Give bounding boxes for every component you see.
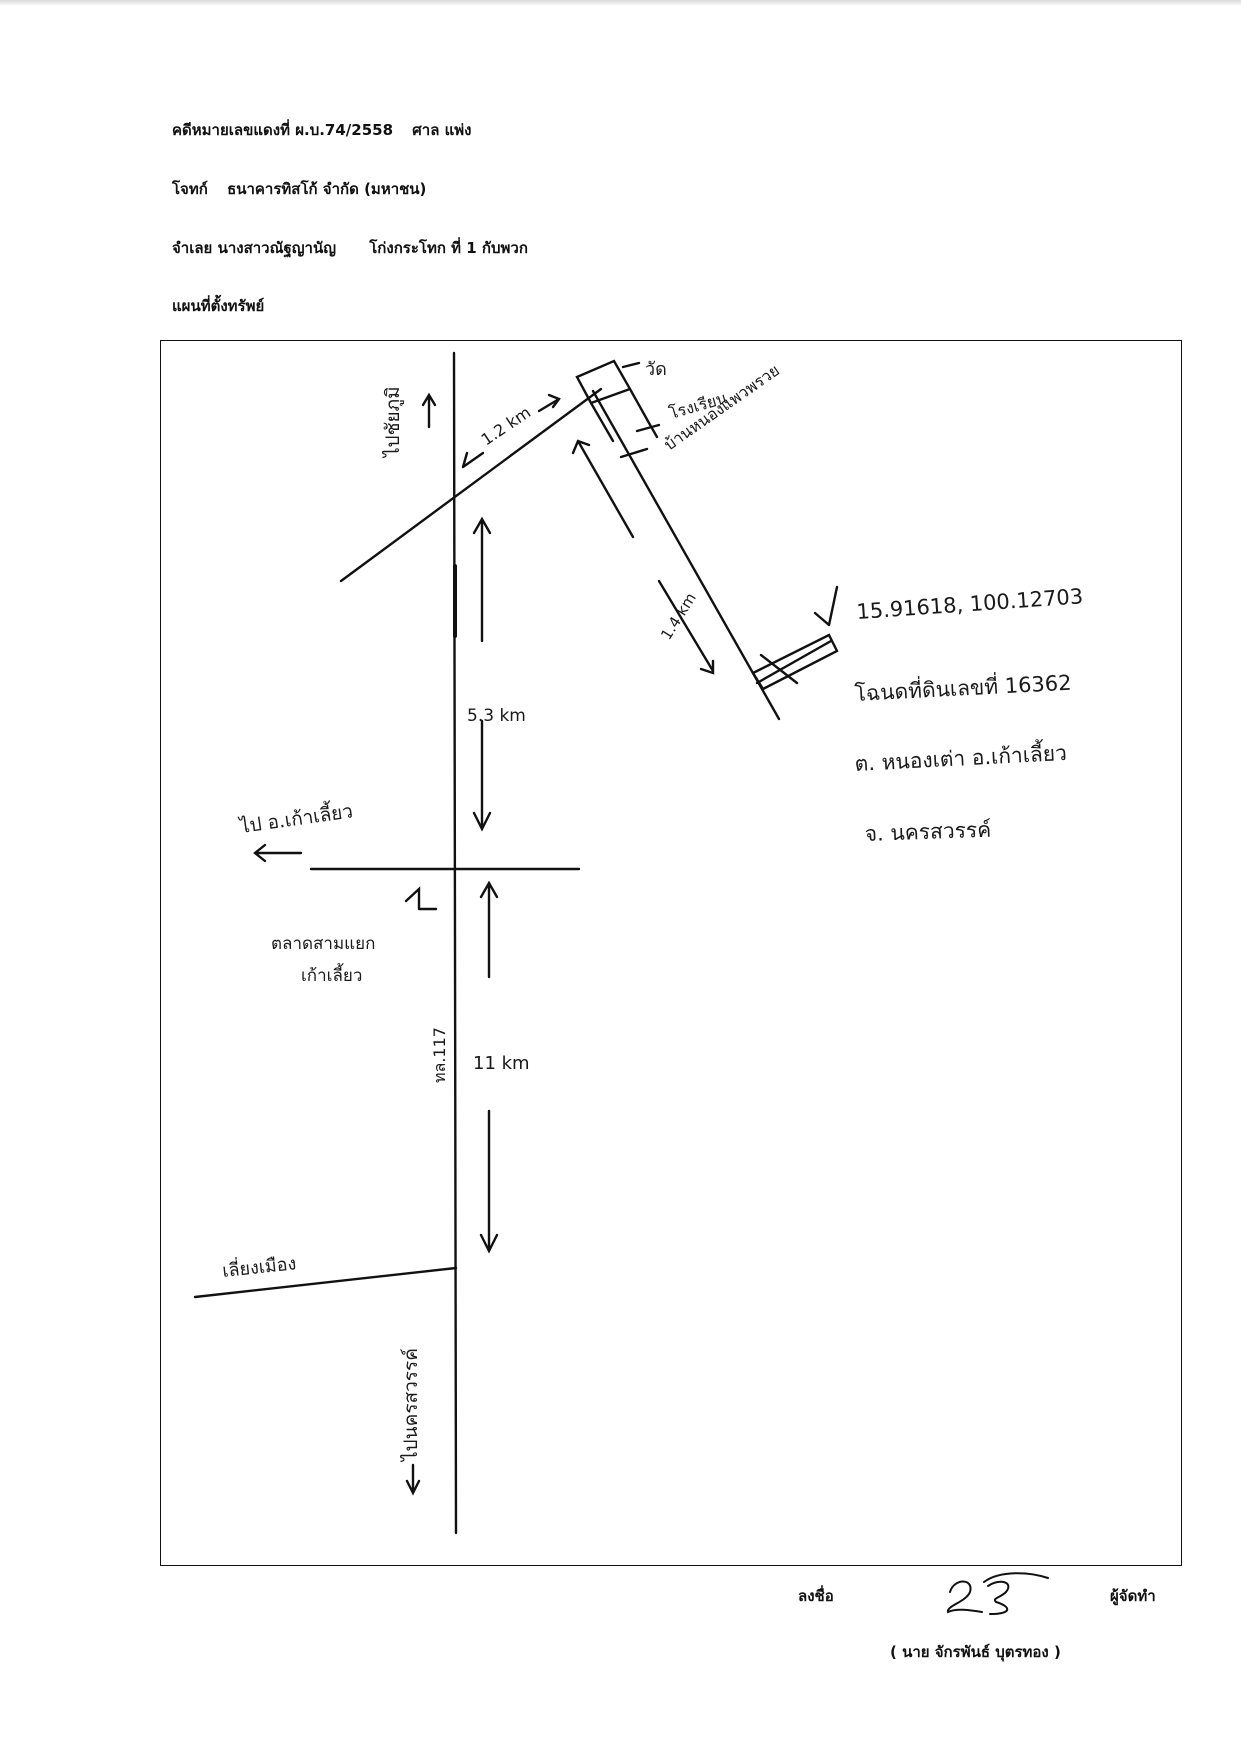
km-5-3-arrow-up [472,516,492,643]
north-arrow [421,392,437,429]
km-1-4-arrow-down [657,579,715,675]
west-arrow [253,843,303,863]
signature-mark [946,1572,1049,1615]
map-drawing: ไปชัยภูมิ 1.2 km วัด โรงเรียน บ้านหนองแพ… [193,351,1084,1535]
signer-name: ( นาย จักรพันธ์ บุตรทอง ) [890,1643,1061,1661]
bypass-road [193,1266,458,1299]
market-marker [404,886,438,911]
highway-117-road [452,351,458,1535]
label-km-1-2: 1.2 km [478,403,535,450]
south-arrow [405,1463,421,1496]
label-km-5-3: 5.3 km [467,706,526,726]
plaintiff-label: โจทก์ [172,180,208,198]
label-to-north: ไปชัยภูมิ [382,386,404,459]
label-km-1-4: 1.4 km [657,590,700,644]
km-5-3-arrow-down [472,719,492,832]
label-province: จ. นครสวรรค์ [864,818,991,846]
label-temple: วัด [645,359,667,380]
label-to-kao-liao: ไป อ.เก้าเลี้ยว [236,797,354,838]
label-to-south: ไปนครสวรรค์ [400,1348,422,1463]
km-1-2-arrow-right [537,393,561,413]
map-frame: ไปชัยภูมิ 1.2 km วัด โรงเรียน บ้านหนองแพ… [160,340,1182,1566]
defendant-rest: โก่งกระโทก ที่ 1 กับพวก [369,239,528,257]
road-to-plot [591,389,781,721]
defendant-label: จำเลย [172,239,213,257]
case-number-line: คดีหมายเลขแดงที่ ผ.บ.74/2558 ศาล แพ่ง [172,118,472,142]
case-label: คดีหมายเลขแดงที่ [172,121,290,139]
scan-edge [0,0,1241,6]
case-number: ผ.บ.74/2558 [295,121,394,139]
km-11-arrow-down [479,1109,499,1254]
label-market-2: เก้าเลี้ยว [301,963,362,986]
km-1-2-arrow-left [461,451,485,469]
sign-label: ลงชื่อ [798,1587,834,1605]
land-plot [751,633,839,691]
preparer-label: ผู้จัดทำ [1110,1587,1156,1605]
plaintiff-name: ธนาคารทิสโก้ จำกัด (มหาชน) [227,180,427,198]
label-subdistrict: ต. หนองเต่า อ.เก้าเลี้ยว [854,738,1068,776]
plot-arrow [813,585,839,627]
defendant-line: จำเลย นางสาวณัฐญานัญ โก่งกระโทก ที่ 1 กั… [172,236,528,260]
plaintiff-line: โจทก์ ธนาคารทิสโก้ จำกัด (มหาชน) [172,177,426,201]
map-title: แผนที่ตั้งทรัพย์ [172,297,265,315]
km-11-arrow-up [479,880,499,979]
label-coordinates: 15.91618, 100.12703 [856,584,1084,624]
temple-tick [621,361,641,369]
label-market-1: ตลาดสามแยก [271,934,375,954]
label-deed: โฉนดที่ดินเลขที่ 16362 [854,668,1072,706]
label-highway: ทล.117 [430,1027,449,1083]
defendant-name: นางสาวณัฐญานัญ [217,239,336,257]
court-name: ศาล แพ่ง [412,121,472,139]
label-km-11: 11 km [473,1053,530,1074]
road-to-village [339,387,603,583]
label-bypass: เลี่ยงเมือง [221,1250,297,1282]
km-1-4-arrow-up [571,439,635,539]
temple-school-block [575,359,661,459]
